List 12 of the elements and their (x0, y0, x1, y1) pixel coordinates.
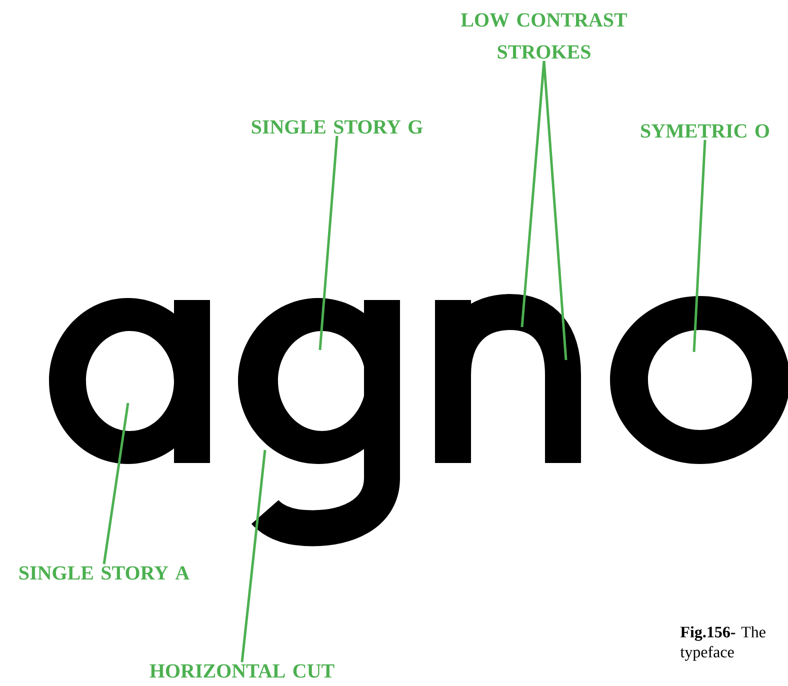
callout-label: LOW CONTRAST STROKES (461, 13, 628, 59)
callout-label: HORIZONTAL CUT (150, 664, 334, 678)
callout-label: SYMETRIC O (641, 124, 769, 138)
leader-line (542, 60, 568, 360)
leader-line (102, 402, 130, 564)
leader-line (240, 450, 266, 662)
leader-line (692, 140, 706, 352)
callout-label: SINGLE STORY G (252, 120, 423, 134)
leader-line (520, 60, 546, 328)
leader-line (318, 136, 338, 350)
callout-label: SINGLE STORY A (19, 566, 190, 580)
figure-caption: Fig.156- The typeface (680, 626, 766, 661)
